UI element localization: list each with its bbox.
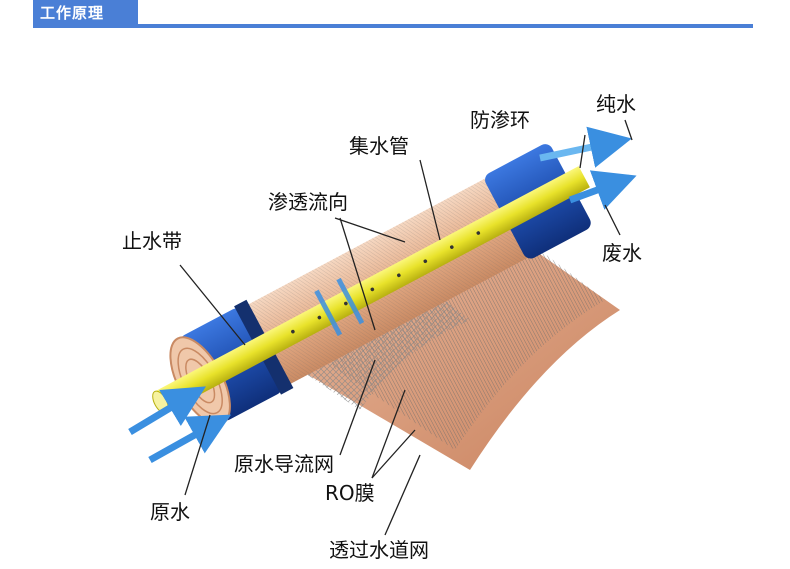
- label-ro-membrane: RO膜: [325, 481, 375, 505]
- membrane-sheets: [300, 240, 620, 470]
- element-body: [152, 144, 591, 426]
- label-anti-seepage-ring: 防渗环: [470, 108, 530, 132]
- header-tab: [33, 0, 138, 26]
- section-title: 工作原理: [40, 4, 105, 22]
- label-water-seal: 止水带: [122, 229, 182, 253]
- label-waste-water: 废水: [602, 241, 642, 265]
- label-raw-water: 原水: [150, 500, 190, 524]
- label-feed-spacer: 原水导流网: [234, 452, 334, 476]
- label-permeate-spacer: 透过水道网: [329, 538, 429, 562]
- header-rule: [33, 24, 753, 28]
- label-collection-tube: 集水管: [349, 134, 409, 158]
- label-permeate-flow: 渗透流向: [268, 190, 348, 214]
- leader-lines: [179, 119, 633, 536]
- flow-arrows: [128, 126, 637, 464]
- label-pure-water: 纯水: [596, 92, 636, 116]
